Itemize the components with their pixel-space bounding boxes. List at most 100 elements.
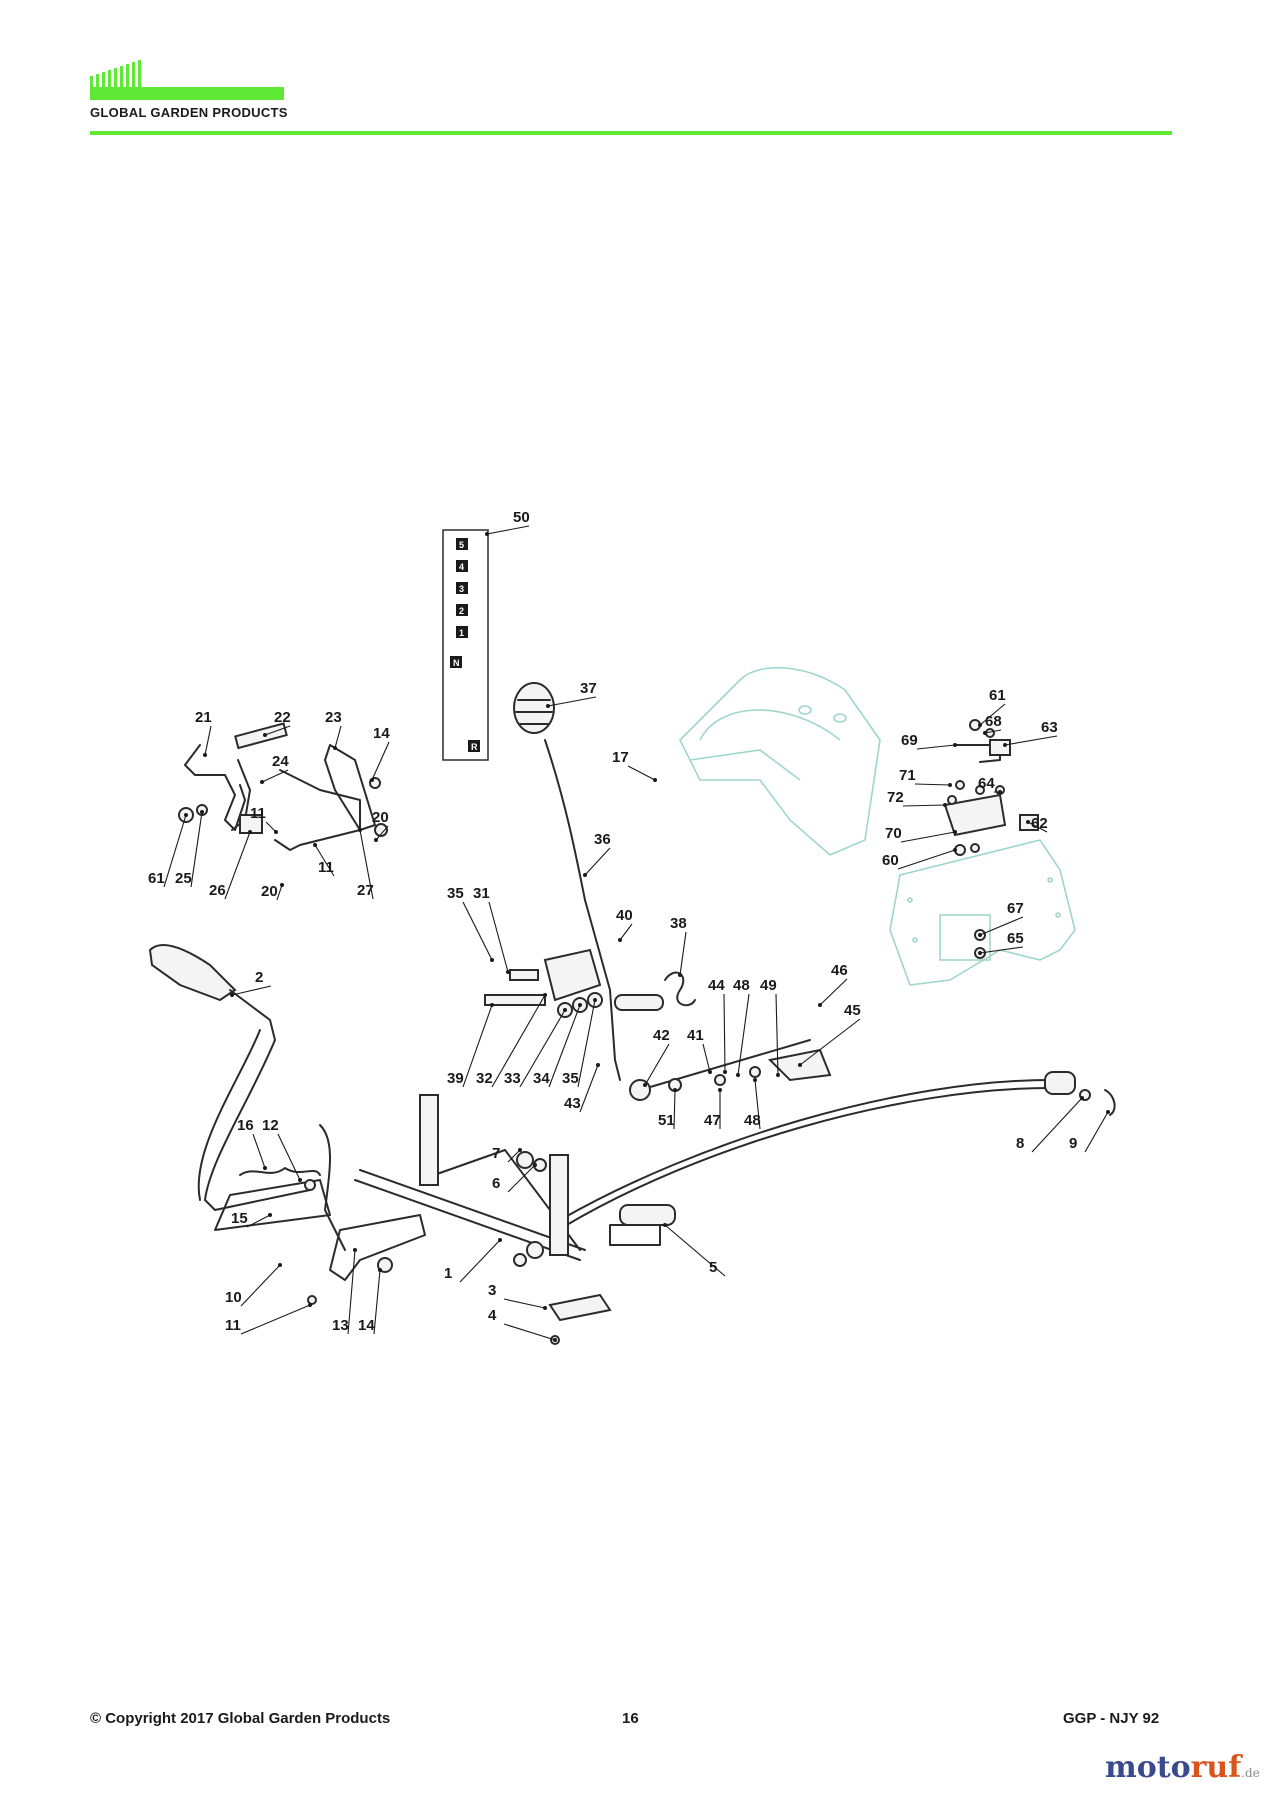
callout-11: 11 (250, 805, 266, 822)
leader-dot-40 (618, 938, 622, 942)
callout-1: 1 (444, 1265, 452, 1282)
callout-38: 38 (670, 915, 687, 932)
leader-dot-48 (753, 1078, 757, 1082)
leader-dot-15 (268, 1213, 272, 1217)
leader-dot-61 (184, 813, 188, 817)
callout-12: 12 (262, 1117, 279, 1134)
callout-11: 11 (318, 859, 334, 876)
leader-line-31 (488, 901, 509, 973)
callout-21: 21 (195, 709, 212, 726)
callout-42: 42 (653, 1027, 670, 1044)
callout-20: 20 (261, 883, 278, 900)
callout-51: 51 (658, 1112, 675, 1129)
leader-dot-22 (263, 733, 267, 737)
callout-14: 14 (373, 725, 390, 742)
left-bracket-group (178, 722, 388, 851)
leader-line-60 (897, 849, 956, 870)
leader-line-49 (775, 993, 779, 1076)
callout-14: 14 (358, 1317, 375, 1334)
leader-line-25 (190, 811, 203, 888)
callout-26: 26 (209, 882, 226, 899)
callout-39: 39 (447, 1070, 464, 1087)
leader-dot-50 (485, 532, 489, 536)
leader-line-14 (373, 1269, 381, 1335)
callout-36: 36 (594, 831, 611, 848)
leader-dot-60 (953, 848, 957, 852)
gear-5: 5 (459, 540, 464, 550)
leader-line-11 (265, 821, 277, 833)
gear-lever (513, 682, 621, 1081)
leader-line-71 (914, 783, 951, 786)
callout-45: 45 (844, 1002, 861, 1019)
leader-dot-10 (278, 1263, 282, 1267)
callout-32: 32 (476, 1070, 493, 1087)
leader-line-22 (264, 725, 291, 736)
callout-35: 35 (562, 1070, 579, 1087)
leader-line-11 (240, 1304, 311, 1335)
leader-lines (163, 525, 1110, 1342)
callout-43: 43 (564, 1095, 581, 1112)
leader-dot-44 (723, 1070, 727, 1074)
leader-dot-25 (200, 810, 204, 814)
callout-72: 72 (887, 789, 904, 806)
leader-line-5 (664, 1224, 726, 1277)
callout-68: 68 (985, 713, 1002, 730)
leader-line-3 (503, 1298, 546, 1309)
leader-dot-48 (736, 1073, 740, 1077)
leader-line-61 (163, 814, 187, 888)
watermark-part1: moto (1105, 1750, 1191, 1785)
brand-name: GLOBAL GARDEN PRODUCTS (90, 105, 288, 120)
leader-dot-26 (248, 830, 252, 834)
callout-49: 49 (760, 977, 777, 994)
page-header: GLOBAL GARDEN PRODUCTS (0, 0, 1272, 150)
leader-dot-49 (776, 1073, 780, 1077)
leader-line-69 (916, 744, 956, 750)
gear-2: 2 (459, 606, 464, 616)
leader-dot-41 (708, 1070, 712, 1074)
leader-line-48 (737, 993, 750, 1076)
leader-dot-24 (260, 780, 264, 784)
leader-dot-3 (543, 1306, 547, 1310)
leader-dot-11 (308, 1303, 312, 1307)
leader-dot-37 (546, 704, 550, 708)
callout-41: 41 (687, 1027, 704, 1044)
leader-line-8 (1031, 1097, 1083, 1153)
callout-65: 65 (1007, 930, 1024, 947)
leader-line-13 (347, 1249, 356, 1335)
leader-line-14 (371, 741, 390, 781)
callout-48: 48 (733, 977, 750, 994)
callout-5: 5 (709, 1259, 717, 1276)
callout-60: 60 (882, 852, 899, 869)
leader-dot-5 (663, 1223, 667, 1227)
callout-40: 40 (616, 907, 633, 924)
callout-61: 61 (148, 870, 165, 887)
leader-line-20 (276, 884, 283, 901)
leader-dot-68 (983, 731, 987, 735)
leader-dot-71 (948, 783, 952, 787)
leader-dot-67 (978, 933, 982, 937)
watermark-part2: ruf (1190, 1750, 1242, 1785)
leader-line-24 (261, 769, 289, 783)
leader-line-2 (231, 985, 272, 996)
leader-dot-70 (953, 830, 957, 834)
callout-35: 35 (447, 885, 464, 902)
leader-dot-35 (490, 958, 494, 962)
leader-line-62 (1027, 821, 1048, 833)
leader-dot-51 (673, 1088, 677, 1092)
leader-line-65 (979, 946, 1024, 954)
leader-line-21 (204, 725, 212, 756)
leader-dot-11 (274, 830, 278, 834)
leader-line-37 (547, 696, 597, 707)
leader-line-27 (359, 829, 374, 900)
leader-dot-72 (943, 803, 947, 807)
leader-dot-7 (518, 1148, 522, 1152)
gear-3: 3 (459, 584, 464, 594)
leader-dot-23 (333, 746, 337, 750)
leader-line-68 (984, 729, 1002, 734)
leader-line-35 (462, 901, 493, 961)
leader-line-6 (507, 1164, 536, 1193)
callout-22: 22 (274, 709, 291, 726)
callout-9: 9 (1069, 1135, 1077, 1152)
leader-line-41 (702, 1043, 711, 1073)
